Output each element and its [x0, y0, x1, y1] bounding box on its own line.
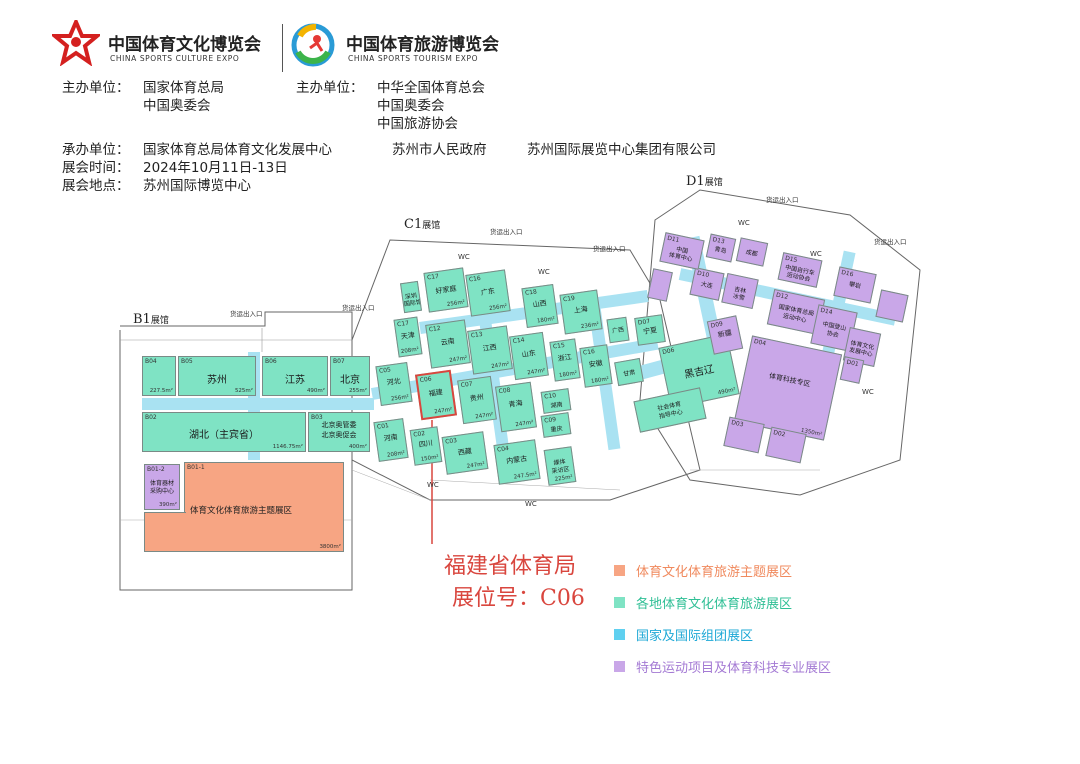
- booth-d-gansu[interactable]: 甘肃: [614, 357, 644, 387]
- cargo-gate: 货运出入口: [230, 310, 263, 318]
- cargo-gate: 货运出入口: [593, 245, 626, 253]
- wc-label: WC: [862, 388, 874, 396]
- expo2-subtitle: CHINA SPORTS TOURISM EXPO: [348, 54, 479, 63]
- callout-title: 福建省体育局: [444, 554, 577, 579]
- host-left-1: 国家体育总局: [143, 80, 224, 96]
- expo2-title: 中国体育旅游博览会: [346, 35, 499, 55]
- booth-d-r2[interactable]: [875, 289, 909, 323]
- cargo-gate: 货运出入口: [766, 196, 799, 204]
- expo2-logo: [290, 22, 336, 68]
- cargo-gate: 货运出入口: [342, 304, 375, 312]
- wc-label: WC: [525, 500, 537, 508]
- legend-label-national: 国家及国际组团展区: [636, 629, 754, 644]
- time-label: 展会时间：: [62, 160, 130, 176]
- legend-swatch-special: [614, 661, 625, 672]
- organizer-1: 国家体育总局体育文化发展中心: [143, 142, 332, 158]
- organizer-label: 承办单位：: [62, 142, 130, 158]
- booth-c-guangxi[interactable]: 广西: [606, 316, 630, 344]
- expo1-title: 中国体育文化博览会: [108, 35, 261, 55]
- wc-label: WC: [427, 481, 439, 489]
- expo-venue: 苏州国际博览中心: [143, 178, 251, 194]
- legend-label-theme: 体育文化体育旅游主题展区: [636, 565, 793, 580]
- expo1-logo: [49, 16, 103, 67]
- legend-label-special: 特色运动项目及体育科技专业展区: [636, 661, 832, 676]
- host-right-1: 中华全国体育总会: [377, 80, 485, 96]
- expo-time: 2024年10月11日-13日: [143, 160, 288, 176]
- host-right-3: 中国旅游协会: [377, 116, 458, 132]
- hall-d1-label: D1展馆: [686, 174, 723, 189]
- logo-divider: [282, 24, 283, 72]
- booth-d-jilin[interactable]: 吉林冰雪: [721, 273, 759, 309]
- hall-c1-label: C1展馆: [404, 217, 441, 232]
- culture-expo-logo-icon: [49, 16, 103, 67]
- legend-swatch-regional: [614, 597, 625, 608]
- organizer-3: 苏州国际展览中心集团有限公司: [527, 142, 716, 158]
- organizer-2: 苏州市人民政府: [392, 142, 487, 158]
- host-left-label: 主办单位：: [62, 80, 130, 96]
- booth-b01-1-ext[interactable]: [144, 512, 186, 552]
- theme-zone-label: 体育文化体育旅游主题展区: [190, 506, 293, 516]
- host-left-2: 中国奥委会: [143, 98, 211, 114]
- host-right-label: 主办单位：: [296, 80, 364, 96]
- tourism-expo-logo-icon: [291, 23, 335, 67]
- expo1-subtitle: CHINA SPORTS CULTURE EXPO: [110, 54, 240, 63]
- wc-label: WC: [538, 268, 550, 276]
- legend-swatch-national: [614, 629, 625, 640]
- wc-label: WC: [458, 253, 470, 261]
- host-right-2: 中国奥委会: [377, 98, 445, 114]
- hall-b1-label: B1展馆: [133, 312, 169, 327]
- callout-booth: 展位号：C06: [452, 586, 585, 611]
- legend-swatch-theme: [614, 565, 625, 576]
- legend-label-regional: 各地体育文化体育旅游展区: [636, 597, 793, 612]
- cargo-gate: 货运出入口: [874, 238, 907, 246]
- cargo-gate: 货运出入口: [490, 228, 523, 236]
- wc-label: WC: [810, 250, 822, 258]
- wc-label: WC: [738, 219, 750, 227]
- venue-label: 展会地点：: [62, 178, 130, 194]
